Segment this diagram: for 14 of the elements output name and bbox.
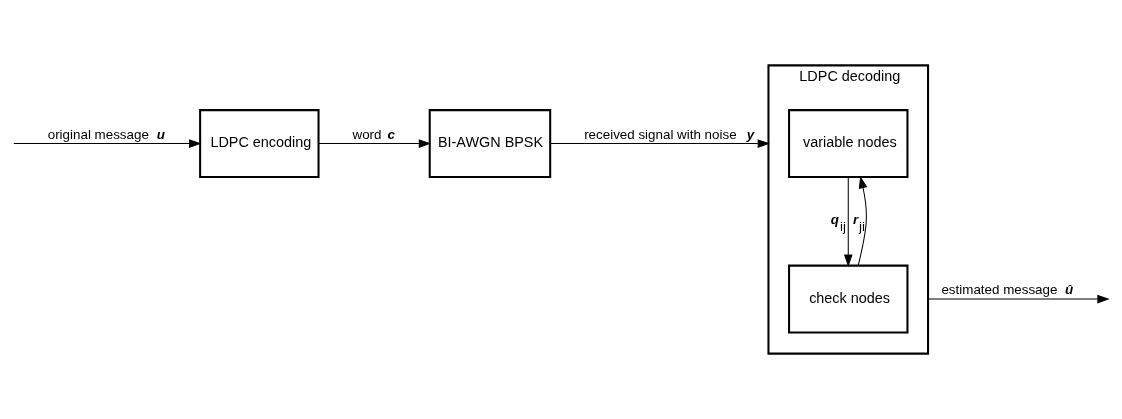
edge-label: word c <box>352 126 395 142</box>
arrow <box>549 139 771 148</box>
node-box: variable nodes <box>788 109 909 179</box>
edge-label: original message u <box>47 126 166 142</box>
edge-label: estimated message û <box>941 282 1074 298</box>
node-box: BI-AWGN BPSK <box>428 109 552 179</box>
arrow <box>843 176 853 267</box>
edge-label: received signal with noise y <box>584 126 755 142</box>
arrow <box>318 139 432 148</box>
node-box: check nodes <box>788 264 909 334</box>
arrow <box>13 139 202 148</box>
arrow <box>857 175 868 266</box>
node-box: LDPC encoding <box>199 109 320 179</box>
arrow <box>927 294 1110 304</box>
